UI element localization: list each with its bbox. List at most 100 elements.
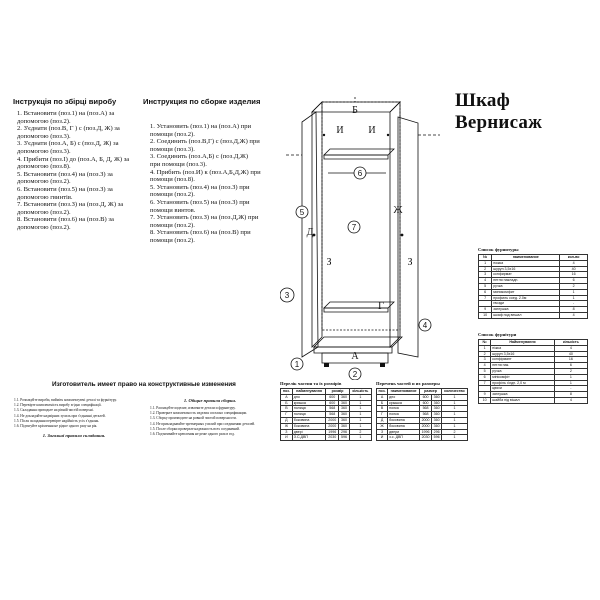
table-cell: 596 [431, 434, 443, 442]
ru-step-line: при помощи (поз.3). [150, 160, 207, 168]
ua-step-line: 8. Встановити (поз.6) на (поз.В) за [17, 216, 114, 224]
table-cell: З.С.ДВП [291, 434, 327, 442]
general-rule-line: 1.3. Сборку производите на ровной чистой… [150, 416, 237, 421]
callout-3: 3 [285, 291, 290, 300]
ua-step-line: 6. Встановити (поз.5) на (поз.З) за [17, 185, 113, 193]
ru-step-line: 1. Установить (поз.1) на (поз.А) при [150, 123, 252, 130]
ru-step-line: помощи (поз.2). [150, 221, 195, 229]
ru-step-line: помощи (поз.2). [150, 130, 195, 138]
ru-step-line: 3. Соединить (поз.А,Б) с (поз.Д,Ж) [150, 153, 249, 161]
table-header-cell: кількість [348, 388, 373, 395]
ua-step-line: допомогою (поз.2). [17, 223, 71, 231]
parts-table-ua-block: Перелік частин та їх розмірів поз.наймен… [280, 381, 373, 442]
table-cell: 2030 [419, 434, 433, 442]
ru-step-line: помощи (поз.2). [150, 236, 195, 244]
general-rule-line: 1.6. Підтягуйте кріплення не рідше одног… [14, 424, 98, 429]
table-cell: 1 [441, 434, 468, 442]
general-rule-line: 1.5. После сборки проверьте надежность в… [150, 426, 240, 431]
ru-step-line: 7. Установить (поз.З) на (поз.Д,Ж) при [150, 214, 259, 222]
ru-step-line: помощи (поз.2). [150, 191, 195, 199]
table-cell: 596 [338, 434, 350, 442]
general-rules-ru: 1. Общие правила сборки. 1.1. Распакуйте… [150, 398, 270, 437]
general-rule-line: 1.4. Не прикладывайте чрезмерных усилий … [150, 421, 256, 426]
part-label-b: Б [352, 105, 358, 116]
table-cell: И [280, 434, 293, 442]
hardware-ua-caption: Список фурнітури [478, 332, 517, 337]
ru-step-line: 5. Установить (поз.4) на (поз.З) при [150, 183, 250, 191]
callout-7: 7 [352, 223, 357, 232]
ru-instructions-heading: Инструкция по сборке изделия [143, 97, 261, 106]
general-rule-line: 1.3. Складання проводьте на рівній чисті… [14, 408, 94, 413]
table-header-cell: наименование [387, 388, 421, 395]
ua-instructions-heading: Інструкція по збірці виробу [13, 97, 117, 106]
table-cell: 4 [559, 311, 588, 319]
ua-step-line: допомогою гвинтів. [17, 193, 73, 201]
ua-step-line: 7. Встановити (поз.З) на (поз.Д, Ж) за [17, 201, 124, 209]
ua-step-line: 5. Встановити (поз.4) на (поз.З) за [17, 170, 113, 178]
part-label-z-right: З [407, 257, 412, 268]
table-cell: 4 [553, 396, 589, 404]
callout-6: 6 [358, 169, 363, 178]
table-header-cell: количество [441, 388, 468, 395]
general-rule-line: 1.4. Не докладайте надмірних зусиль при … [14, 413, 106, 418]
ua-step-line: допомогою (поз.8). [17, 163, 71, 171]
ru-step-line: помощи (поз.3). [150, 145, 195, 153]
hardware-ru-caption: Список фурнитуры [478, 247, 519, 252]
callout-2: 2 [353, 370, 358, 379]
parts-ru-caption: Перечень частей и их размеры [376, 381, 440, 386]
part-label-i-right: И [368, 125, 375, 136]
part-label-a: А [351, 351, 359, 362]
manufacturer-rights-notice: Изготовитель имеет право на конструктивн… [52, 381, 236, 388]
part-label-i-left: И [336, 125, 343, 136]
ru-step-line: 2. Соединить (поз.В,Г) с (поз.Д,Ж) при [150, 138, 260, 146]
ua-step-line: 4. Прибити (поз.І) до (поз.А, Б, Д, Ж) з… [17, 155, 130, 163]
ua-step-line: 3. З'єднати (поз.А, Б) с (поз.Д, Ж) за [17, 140, 119, 148]
ru-step-line: 8. Установить (поз.6) на (поз.В) при [150, 229, 251, 237]
general-rules-ua-text: 1.1. Розпакуйте вироби, вийміть комплект… [14, 398, 134, 429]
table-cell: 1 [348, 434, 373, 442]
ua-step-line: допомогою (поз.3). [17, 147, 71, 155]
general-rule-line: 1.1. Розпакуйте вироби, вийміть комплект… [14, 398, 117, 402]
callout-5: 5 [300, 208, 305, 217]
general-rules-ru-text: 1.1. Распакуйте изделие, извлеките детал… [150, 406, 270, 437]
general-rule-line: 1.6. Подтягивайте крепления не реже одно… [150, 432, 235, 437]
table-cell: з.с. ДВП [387, 434, 421, 442]
general-rule-line: 1.2. Перевірте комплектність виробу згід… [14, 403, 102, 408]
table-cell: шайба під вішал [490, 396, 555, 404]
ua-step-line: допомогою (поз.2). [17, 178, 71, 186]
callout-1: 1 [295, 360, 300, 369]
callout-4: 4 [423, 321, 428, 330]
ru-step-line: 6. Установить (поз.5) на (поз.З) при [150, 198, 250, 206]
general-rules-ua-heading: 1. Загальні правила складання. [42, 433, 106, 439]
general-rules-ru-heading: 1. Общие правила сборки. [183, 398, 237, 403]
table-cell: шкаф под вешал [491, 311, 561, 319]
table-cell: И [375, 434, 389, 442]
part-label-z-left: З [326, 257, 331, 268]
wardrobe-assembly-diagram: 1 2 3 4 5 6 7 Б И И Ж Д З З Г А [280, 97, 440, 380]
general-rules-ua: 1.1. Розпакуйте вироби, вийміть комплект… [14, 398, 134, 438]
general-rule-line: 1.5. Після складання перевірте надійніст… [14, 418, 100, 423]
parts-table-ru-block: Перечень частей и их размеры поз.наимено… [375, 381, 468, 442]
table-cell: 10 [477, 396, 492, 404]
ua-step-line: 2. З'єднати (поз.В, Г ) с (поз.Д, Ж) за [17, 125, 120, 133]
ru-step-line: помощи винтов. [150, 206, 196, 214]
part-label-g: Г [378, 301, 384, 312]
parts-ua-caption: Перелік частин та їх розмірів [280, 381, 342, 386]
